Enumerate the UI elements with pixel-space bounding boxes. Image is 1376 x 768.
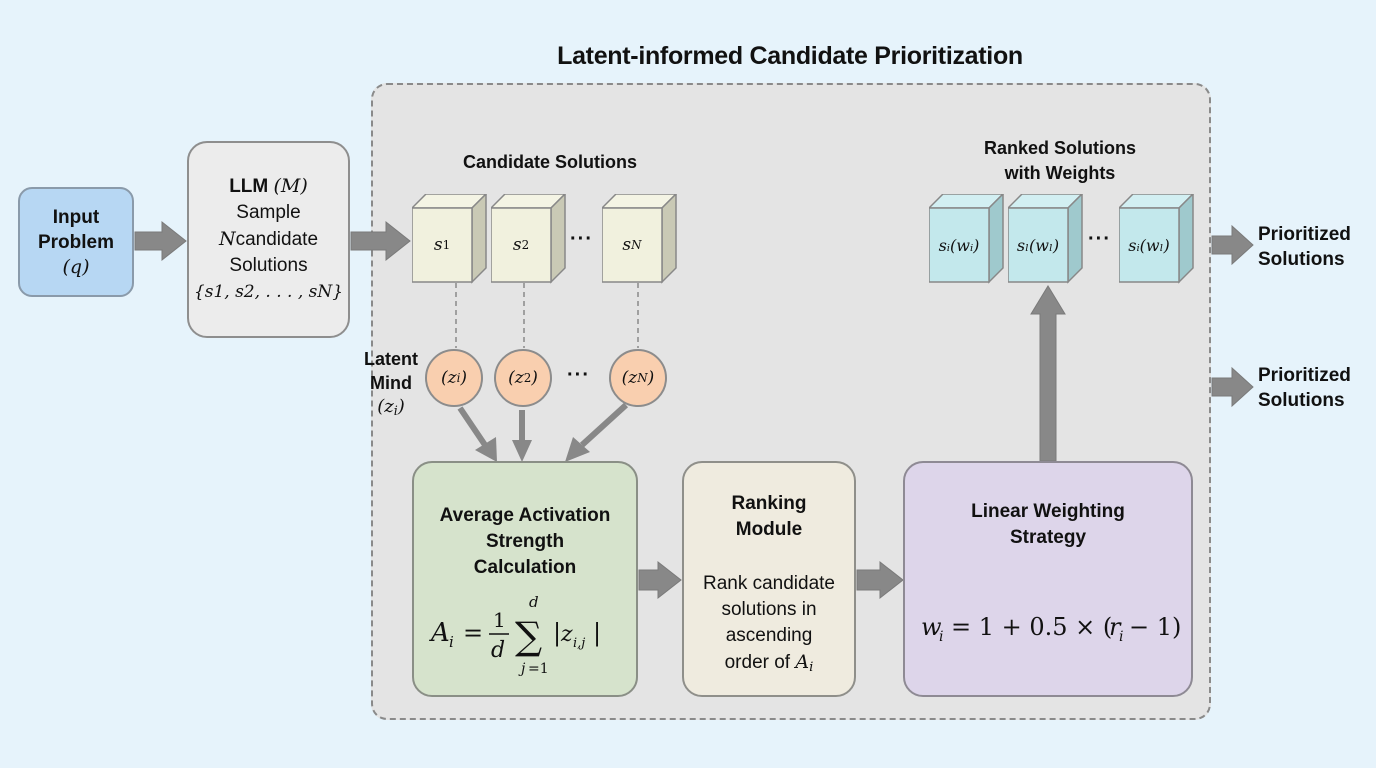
ranked-cube-2-label: sₗ(wₗ)	[1016, 235, 1060, 255]
average-title-line3: Calculation	[473, 557, 577, 578]
ranked-cube-1: sᵢ(wᵢ)	[929, 194, 1019, 284]
arrow-zN-to-average	[579, 402, 629, 448]
arrow-z1-to-average	[457, 406, 488, 447]
ranking-desc-line3: ascending	[725, 625, 813, 646]
llm-n-var: N	[218, 228, 236, 250]
svg-text:r: r	[1109, 613, 1122, 641]
svg-text:∑: ∑	[515, 614, 542, 658]
input-variable: (q)	[62, 255, 90, 278]
svg-text:d: d	[529, 593, 539, 611]
ranked-cube-1-label: sᵢ(wᵢ)	[938, 235, 980, 255]
svg-text:d: d	[491, 638, 505, 663]
arrow-average-to-ranking	[638, 560, 682, 600]
latent-label-line2: Mind	[370, 373, 412, 393]
svg-text:|: |	[593, 619, 601, 648]
llm-line2: Ncandidate	[219, 226, 318, 253]
svg-text:= 1 + 0.5 × (: = 1 + 0.5 × (	[951, 613, 1112, 641]
svg-text:1: 1	[493, 608, 506, 632]
llm-solution-set: {s1, s2, . . . , sN}	[193, 282, 344, 302]
output-2-line2: Solutions	[1258, 390, 1345, 411]
llm-line3: Solutions	[229, 255, 308, 276]
svg-text:j: j	[518, 661, 526, 677]
llm-box: LLM (M) Sample Ncandidate Solutions {s1,…	[187, 141, 350, 338]
arrow-linear-to-ranked	[1030, 285, 1066, 462]
latent-label-var: (zi)	[377, 396, 405, 418]
ranked-cube-n: sᵢ(wₗ)	[1119, 194, 1209, 284]
arrow-to-output-2	[1211, 366, 1254, 408]
arrow-input-to-llm	[134, 220, 187, 262]
ranking-title-line2: Module	[735, 519, 803, 540]
output-1-line2: Solutions	[1258, 249, 1345, 270]
linear-formula: w i = 1 + 0.5 × ( r i − 1)	[921, 613, 1181, 645]
linear-weighting-box: Linear Weighting Strategy w i = 1 + 0.5 …	[903, 461, 1193, 697]
candidate-solutions-label: Candidate Solutions	[462, 152, 637, 172]
svg-text:i: i	[449, 633, 454, 651]
ranking-title-line1: Ranking	[731, 493, 807, 514]
ranking-desc-line2: solutions in	[721, 599, 817, 620]
arrow-to-output-1	[1211, 224, 1254, 266]
output-prioritized-solutions-2: Prioritized Solutions	[1258, 363, 1351, 413]
ranked-label-line1: Ranked Solutions	[983, 138, 1136, 158]
input-label-line1: Input	[52, 206, 100, 228]
arrow-llm-to-candidates	[350, 220, 411, 262]
ranking-desc-line1: Rank candidate	[702, 573, 836, 594]
linear-title-line1: Linear Weighting	[971, 501, 1125, 522]
latent-mind-label: Latent Mind (zi)	[356, 347, 426, 423]
svg-text:=1: =1	[528, 661, 549, 677]
diagram-title: Latent-informed Candidate Prioritization	[557, 42, 1023, 70]
ranked-label-line2: with Weights	[1004, 163, 1116, 183]
ranking-desc-line4: order of Ai	[724, 651, 814, 675]
ranked-cube-n-label: sᵢ(wₗ)	[1128, 235, 1170, 255]
svg-text:w: w	[921, 613, 942, 641]
output-1-line1: Prioritized	[1258, 224, 1351, 245]
svg-text:i: i	[1119, 629, 1123, 645]
arrow-ranking-to-linear	[856, 560, 904, 600]
svg-text:− 1): − 1)	[1129, 613, 1181, 641]
linear-title-line2: Strategy	[1009, 527, 1087, 548]
candidate-ellipsis: ···	[570, 228, 593, 250]
llm-title-var: (M)	[273, 175, 308, 197]
ranked-cube-2: sₗ(wₗ)	[1008, 194, 1098, 284]
input-problem-box: Input Problem (q)	[18, 187, 134, 297]
svg-text:i: i	[939, 629, 943, 645]
ranked-solutions-label: Ranked Solutions with Weights	[930, 136, 1190, 186]
average-title-line1: Average Activation	[439, 505, 611, 526]
latent-label-line1: Latent	[364, 349, 418, 369]
llm-title: LLM (M)	[229, 173, 308, 200]
ranking-module-box: Ranking Module Rank candidate solutions …	[682, 461, 856, 697]
average-formula: A i = 1 d ∑ d j =1 | z i,j |	[429, 593, 601, 677]
output-2-line1: Prioritized	[1258, 365, 1351, 386]
svg-text:i,j: i,j	[573, 636, 585, 651]
svg-text:z: z	[560, 622, 573, 647]
latent-ellipsis: ···	[567, 364, 590, 386]
ranked-ellipsis: ···	[1088, 228, 1111, 250]
llm-title-text: LLM	[229, 176, 269, 197]
output-prioritized-solutions-1: Prioritized Solutions	[1258, 222, 1351, 272]
svg-text:|: |	[553, 619, 561, 648]
input-label-line2: Problem	[37, 231, 115, 253]
llm-line1: Sample	[236, 202, 301, 223]
average-title-line2: Strength	[485, 531, 565, 552]
svg-text:A: A	[429, 618, 450, 648]
llm-line2-text: candidate	[235, 229, 319, 250]
svg-text:=: =	[463, 619, 483, 647]
average-activation-box: Average Activation Strength Calculation …	[412, 461, 638, 697]
